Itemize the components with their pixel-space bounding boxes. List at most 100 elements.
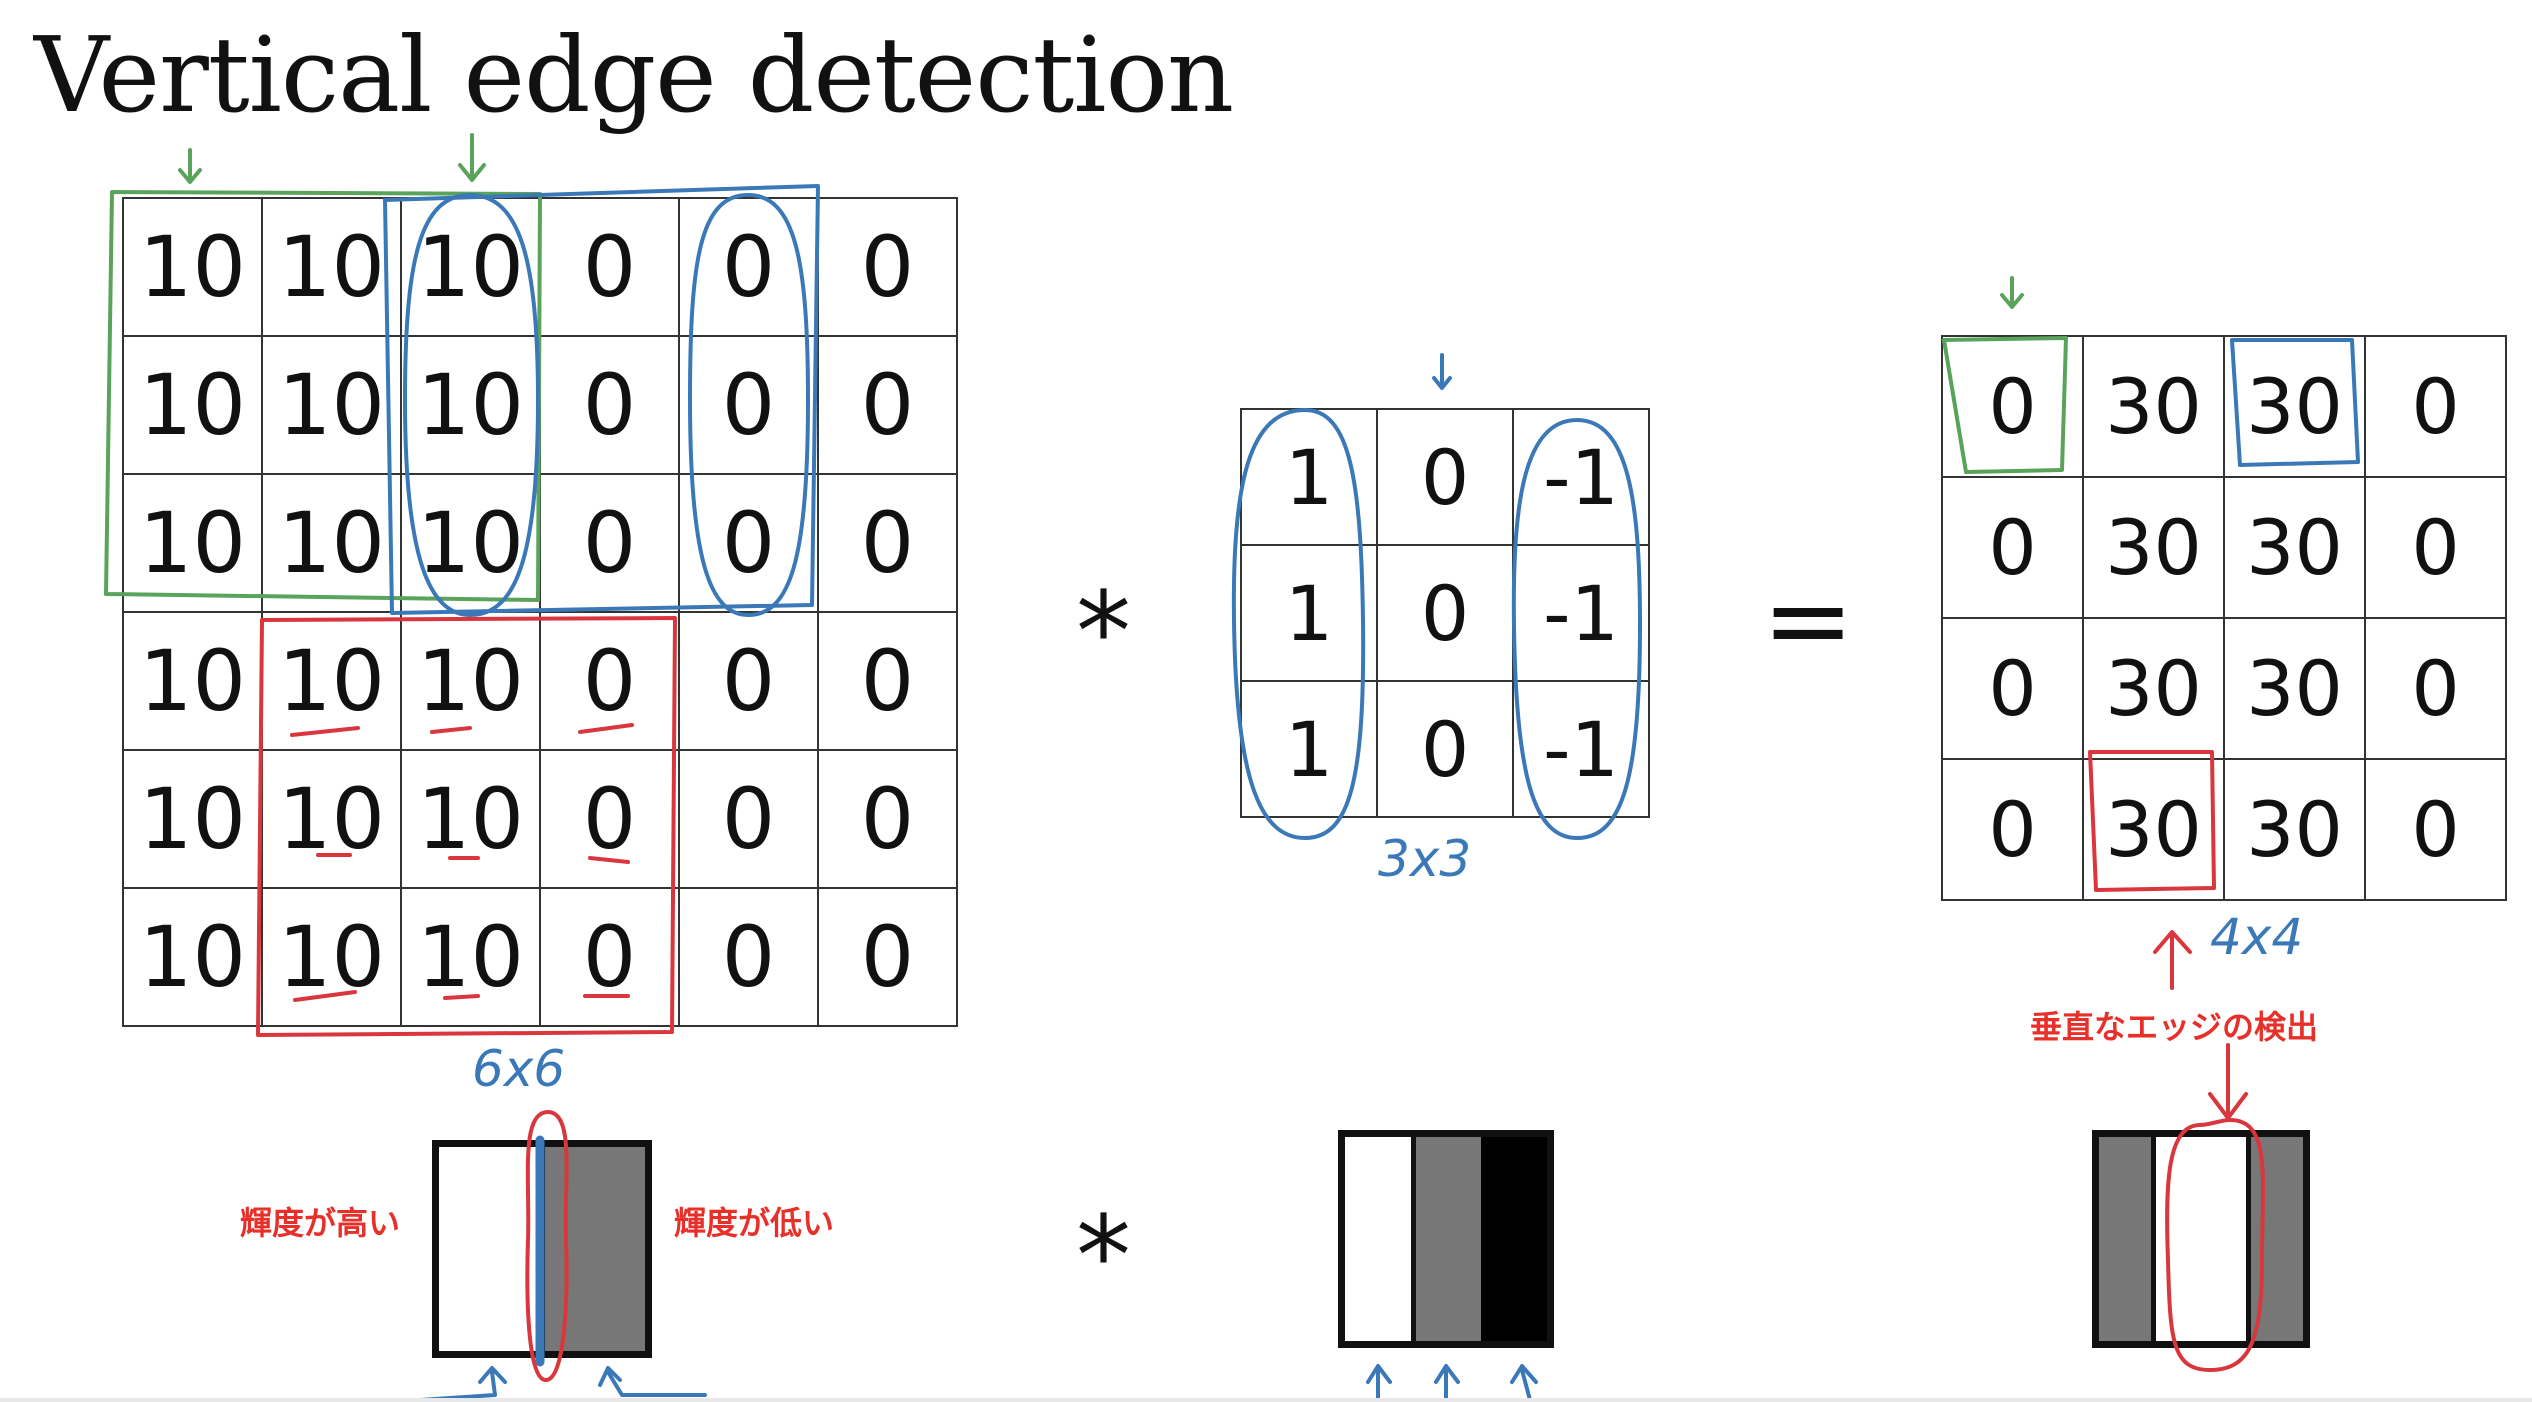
equals-operator: = — [1762, 556, 1855, 684]
input-matrix-cell: 0 — [678, 335, 819, 475]
input-matrix-cell: 0 — [678, 197, 819, 337]
green-arrow-icon — [178, 148, 202, 184]
convolve-operator: * — [1076, 568, 1131, 696]
filter-matrix-cell: 0 — [1376, 408, 1514, 546]
bottom-convolve-operator: * — [1076, 1192, 1131, 1320]
input-matrix-cell: 10 — [122, 335, 263, 475]
output-matrix-cell: 30 — [2082, 758, 2225, 901]
input-matrix-cell: 10 — [400, 749, 541, 889]
blue-arrow-icon — [1510, 1364, 1538, 1402]
input-matrix-cell: 10 — [122, 473, 263, 613]
filter-matrix-cell: -1 — [1512, 544, 1650, 682]
input-matrix-cell: 10 — [122, 611, 263, 751]
blue-arrow-icon — [598, 1366, 707, 1397]
filter-matrix-cell: 0 — [1376, 680, 1514, 818]
output-image — [2092, 1130, 2310, 1348]
green-arrow-icon — [458, 133, 486, 182]
output-matrix-cell: 0 — [1941, 476, 2084, 619]
output-matrix-cell: 30 — [2223, 476, 2366, 619]
input-matrix-cell: 10 — [400, 887, 541, 1027]
input-matrix-cell: 10 — [122, 749, 263, 889]
output-matrix-cell: 30 — [2223, 335, 2366, 478]
input-matrix-cell: 10 — [122, 887, 263, 1027]
input-matrix-cell: 0 — [678, 611, 819, 751]
input-matrix-cell: 10 — [261, 473, 402, 613]
filter-matrix-cell: 1 — [1240, 408, 1378, 546]
input-matrix-cell: 0 — [539, 749, 680, 889]
output-matrix-cell: 0 — [2364, 335, 2507, 478]
output-matrix-cell: 30 — [2082, 617, 2225, 760]
green-arrow-icon — [2000, 276, 2024, 309]
filter-image-band — [1410, 1137, 1482, 1341]
input-matrix-cell: 0 — [817, 887, 958, 1027]
input-matrix-cell: 0 — [817, 473, 958, 613]
input-matrix-cell: 10 — [122, 197, 263, 337]
output-image-band — [2245, 1137, 2304, 1341]
input-matrix-cell: 10 — [261, 197, 402, 337]
input-matrix-cell: 0 — [817, 197, 958, 337]
output-matrix-cell: 0 — [1941, 335, 2084, 478]
input-matrix-cell: 10 — [261, 749, 402, 889]
filter-matrix-cell: 0 — [1376, 544, 1514, 682]
input-matrix-cell: 10 — [261, 611, 402, 751]
blue-arrow-icon — [418, 1366, 507, 1402]
output-caption: 垂直なエッジの検出 — [2030, 1008, 2319, 1046]
red-arrow-icon — [2208, 1043, 2248, 1120]
input-matrix-cell: 0 — [817, 749, 958, 889]
input-matrix-cell: 10 — [400, 473, 541, 613]
filter-matrix-cell: -1 — [1512, 408, 1650, 546]
blue-arrow-icon — [1366, 1364, 1392, 1402]
output-image-band — [2099, 1137, 2152, 1341]
high-brightness-label: 輝度が高い — [240, 1204, 401, 1242]
filter-image-band — [1345, 1137, 1411, 1341]
input-matrix-cell: 0 — [817, 335, 958, 475]
filter-image-band — [1481, 1137, 1548, 1341]
bottom-divider — [0, 1398, 2532, 1402]
input-matrix-cell: 10 — [261, 887, 402, 1027]
blue-arrow-icon — [1434, 1364, 1460, 1402]
filter-size-label: 3x3 — [1378, 830, 1472, 888]
input-matrix-cell: 0 — [539, 473, 680, 613]
filter-matrix-cell: 1 — [1240, 680, 1378, 818]
input-matrix-cell: 0 — [678, 473, 819, 613]
output-matrix-cell: 0 — [1941, 617, 2084, 760]
input-matrix-cell: 10 — [400, 335, 541, 475]
output-matrix-cell: 30 — [2082, 335, 2225, 478]
input-matrix-cell: 10 — [400, 611, 541, 751]
red-arrow-icon — [2153, 930, 2192, 990]
output-matrix-cell: 0 — [2364, 758, 2507, 901]
slide-title: Vertical edge detection — [34, 14, 1234, 136]
output-matrix-cell: 0 — [2364, 476, 2507, 619]
input-matrix-cell: 0 — [678, 749, 819, 889]
output-matrix-cell: 30 — [2223, 758, 2366, 901]
input-matrix-cell: 0 — [539, 197, 680, 337]
output-matrix-cell: 30 — [2223, 617, 2366, 760]
input-matrix-cell: 0 — [678, 887, 819, 1027]
input-image-band — [439, 1147, 540, 1351]
input-matrix-cell: 10 — [261, 335, 402, 475]
input-matrix-cell: 0 — [539, 611, 680, 751]
output-matrix-cell: 0 — [2364, 617, 2507, 760]
filter-image — [1338, 1130, 1554, 1348]
filter-matrix-cell: -1 — [1512, 680, 1650, 818]
input-image-band — [539, 1147, 645, 1351]
input-matrix-cell: 0 — [817, 611, 958, 751]
output-matrix-cell: 0 — [1941, 758, 2084, 901]
output-matrix-cell: 30 — [2082, 476, 2225, 619]
input-matrix-cell: 0 — [539, 887, 680, 1027]
input-matrix-cell: 0 — [539, 335, 680, 475]
